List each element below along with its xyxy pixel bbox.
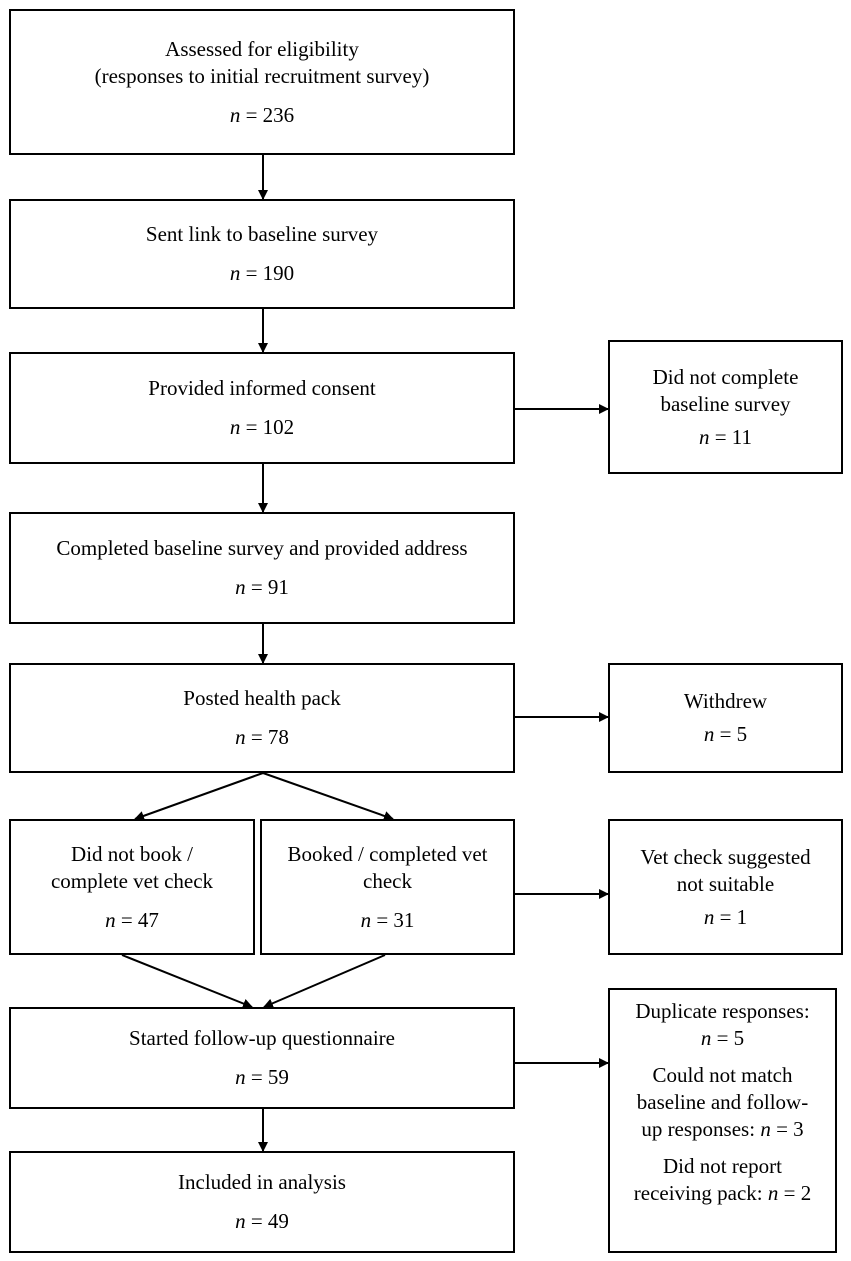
box-informed-consent: Provided informed consent n = 102 xyxy=(9,352,515,464)
box-consent-line-1: Provided informed consent xyxy=(148,376,376,400)
exclusion-no-match-line-3: up responses: n = 3 xyxy=(641,1117,804,1141)
box-included-line-1: Included in analysis xyxy=(178,1170,346,1194)
box-sent-link-line-1: Sent link to baseline survey xyxy=(145,222,379,246)
box-started-followup: Started follow-up questionnaire n = 59 xyxy=(9,1007,515,1109)
box-followup-line-1: Started follow-up questionnaire xyxy=(129,1026,395,1050)
box-unsuitable-line-2: not suitable xyxy=(676,871,775,896)
box-not-complete-count: n = 11 xyxy=(698,424,753,449)
box-completed-baseline-count: n = 91 xyxy=(235,575,289,599)
box-no-vet-count: n = 47 xyxy=(105,907,159,932)
box-not-complete-line-1: Did not complete xyxy=(652,364,799,389)
box-assessed-line-2: (responses to initial recruitment survey… xyxy=(94,63,430,88)
box-completed-baseline-line-1: Completed baseline survey and provided a… xyxy=(56,536,468,560)
box-not-complete-line-2: baseline survey xyxy=(660,391,791,416)
box-booked-line-2: check xyxy=(363,868,412,893)
box-completed-baseline: Completed baseline survey and provided a… xyxy=(9,512,515,624)
box-withdrew: Withdrew n = 5 xyxy=(608,663,843,773)
box-sent-link-count: n = 190 xyxy=(229,261,295,285)
box-no-vet-line-2: complete vet check xyxy=(50,868,214,893)
box-unsuitable-count: n = 1 xyxy=(703,904,748,929)
box-included-count: n = 49 xyxy=(235,1209,289,1233)
box-booked-count: n = 31 xyxy=(360,907,415,932)
exclusion-no-pack-line-2: receiving pack: n = 2 xyxy=(633,1181,812,1205)
arrow-no-vet-to-followup xyxy=(121,954,253,1009)
arrow-booked-to-followup xyxy=(263,954,386,1009)
box-sent-link: Sent link to baseline survey n = 190 xyxy=(9,199,515,309)
exclusion-no-pack: Did not report receiving pack: n = 2 xyxy=(634,1153,811,1207)
box-posted-count: n = 78 xyxy=(235,725,289,749)
exclusion-no-pack-line-1: Did not report xyxy=(663,1154,782,1178)
box-assessed-eligibility: Assessed for eligibility (responses to i… xyxy=(9,9,515,155)
exclusion-duplicates: Duplicate responses: n = 5 xyxy=(635,998,809,1052)
exclusion-no-match-line-2: baseline and follow- xyxy=(636,1090,809,1114)
arrow-posted-to-no-vet xyxy=(134,772,264,821)
box-no-vet-check: Did not book / complete vet check n = 47 xyxy=(9,819,255,955)
box-booked-line-1: Booked / completed vet xyxy=(287,841,488,866)
box-unsuitable-line-1: Vet check suggested xyxy=(640,844,811,869)
box-exclusions: Duplicate responses: n = 5 Could not mat… xyxy=(608,988,837,1253)
box-no-vet-line-1: Did not book / xyxy=(71,841,193,866)
box-included-analysis: Included in analysis n = 49 xyxy=(9,1151,515,1253)
box-posted-health-pack: Posted health pack n = 78 xyxy=(9,663,515,773)
box-followup-count: n = 59 xyxy=(235,1065,289,1089)
box-assessed-line-1: Assessed for eligibility xyxy=(165,36,359,61)
exclusion-duplicates-label: Duplicate responses: xyxy=(635,999,810,1023)
box-consent-count: n = 102 xyxy=(229,415,295,439)
box-booked-vet-check: Booked / completed vet check n = 31 xyxy=(260,819,515,955)
box-vet-unsuitable: Vet check suggested not suitable n = 1 xyxy=(608,819,843,955)
box-not-complete-baseline: Did not complete baseline survey n = 11 xyxy=(608,340,843,474)
exclusion-no-match: Could not match baseline and follow- up … xyxy=(637,1062,808,1143)
box-assessed-count: n = 236 xyxy=(229,102,295,127)
exclusion-duplicates-count: n = 5 xyxy=(700,1026,745,1050)
arrow-posted-to-booked xyxy=(262,772,394,821)
box-withdrew-count: n = 5 xyxy=(703,722,748,746)
box-posted-line-1: Posted health pack xyxy=(183,686,341,710)
exclusion-no-match-line-1: Could not match xyxy=(652,1063,793,1087)
box-withdrew-line-1: Withdrew xyxy=(683,689,768,713)
